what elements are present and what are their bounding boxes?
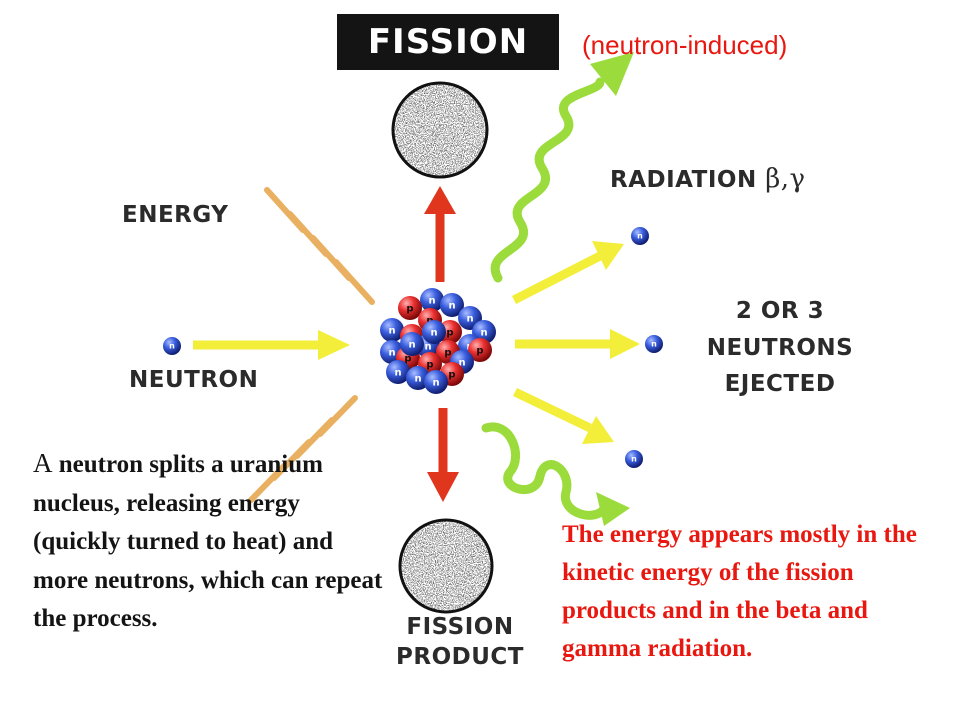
label-energy-text: ENERGY <box>122 202 229 228</box>
nucleus-neutron: n <box>380 318 404 342</box>
ejected-arrow-up <box>511 241 624 305</box>
label-radiation-symbols: β,γ <box>765 164 806 194</box>
fission-product-bottom <box>398 518 494 614</box>
svg-text:p: p <box>406 303 413 314</box>
label-energy: ENERGY <box>122 200 228 230</box>
svg-text:n: n <box>432 377 439 388</box>
label-ejected-line2: NEUTRONS <box>706 335 854 361</box>
svg-text:n: n <box>388 347 395 358</box>
svg-text:p: p <box>426 359 433 370</box>
label-product-line1: FISSION <box>406 614 514 640</box>
nucleus-neutron: n <box>424 370 448 394</box>
label-ejected-line1: 2 OR 3 <box>735 298 825 324</box>
title-fission: FISSION <box>337 14 559 70</box>
label-fission-product: FISSION PRODUCT <box>380 612 540 672</box>
svg-text:n: n <box>637 232 643 241</box>
nucleus-neutron: n <box>386 360 410 384</box>
energy-note: The energy appears mostly in the kinetic… <box>562 521 917 662</box>
svg-text:n: n <box>651 340 657 349</box>
svg-text:n: n <box>430 327 437 338</box>
radiation-wave-lower <box>481 422 611 520</box>
incoming-neutron-arrow <box>193 330 350 360</box>
svg-text:p: p <box>444 347 451 358</box>
nucleus-neutron: n <box>440 293 464 317</box>
nucleus-proton: p <box>398 296 422 320</box>
description-first-letter: A <box>33 448 53 478</box>
fission-product-top <box>391 81 489 179</box>
label-radiation-text: RADIATION <box>610 167 757 193</box>
svg-text:n: n <box>448 300 455 311</box>
label-neutrons-ejected: 2 OR 3 NEUTRONS EJECTED <box>690 296 870 399</box>
label-ejected-line3: EJECTED <box>724 371 836 397</box>
uranium-nucleus: nnpnpnpnpnnnpppnpnnpnnn <box>380 288 496 394</box>
radiation-wave-lower-head <box>596 492 630 526</box>
svg-text:n: n <box>466 313 473 324</box>
nucleus-neutron: n <box>400 332 424 356</box>
svg-text:n: n <box>428 295 435 306</box>
energy-bars-upper <box>264 187 375 305</box>
fission-product-arrow-up <box>424 186 456 282</box>
ejected-arrow-down <box>513 387 614 444</box>
svg-text:p: p <box>446 327 453 338</box>
ejected-neutron: n <box>631 227 649 245</box>
energy-bars-lower <box>248 395 358 503</box>
description-rest: neutron splits a uranium nucleus, releas… <box>33 451 383 632</box>
nucleus-neutron: n <box>422 320 446 344</box>
svg-text:n: n <box>394 367 401 378</box>
svg-text:p: p <box>404 353 411 364</box>
svg-text:n: n <box>424 341 431 352</box>
svg-text:n: n <box>631 455 637 464</box>
svg-text:p: p <box>476 345 483 356</box>
label-product-line2: PRODUCT <box>396 644 524 670</box>
svg-text:n: n <box>480 327 487 338</box>
ejected-neutron: n <box>625 450 643 468</box>
ejected-neutron: n <box>645 335 663 353</box>
label-radiation: RADIATION β,γ <box>610 164 806 195</box>
nucleus-neutron: n <box>420 288 444 312</box>
svg-text:n: n <box>408 339 415 350</box>
label-neutron-text: NEUTRON <box>129 367 259 393</box>
svg-text:n: n <box>388 325 395 336</box>
radiation-wave-upper-head <box>590 52 634 96</box>
nucleus-proton: p <box>468 338 492 362</box>
nucleus-neutron: n <box>406 366 430 390</box>
svg-text:n: n <box>414 373 421 384</box>
subtitle-neutron-induced: (neutron-induced) <box>582 30 788 60</box>
svg-text:n: n <box>458 357 465 368</box>
svg-text:p: p <box>448 369 455 380</box>
fission-product-arrow-down <box>427 408 459 502</box>
radiation-wave-upper <box>490 77 605 283</box>
incoming-neutron: n <box>163 337 181 355</box>
description-text: A neutron splits a uranium nucleus, rele… <box>33 444 383 639</box>
ejected-arrow-mid <box>515 329 640 359</box>
label-neutron: NEUTRON <box>129 365 258 395</box>
svg-text:n: n <box>169 342 175 351</box>
